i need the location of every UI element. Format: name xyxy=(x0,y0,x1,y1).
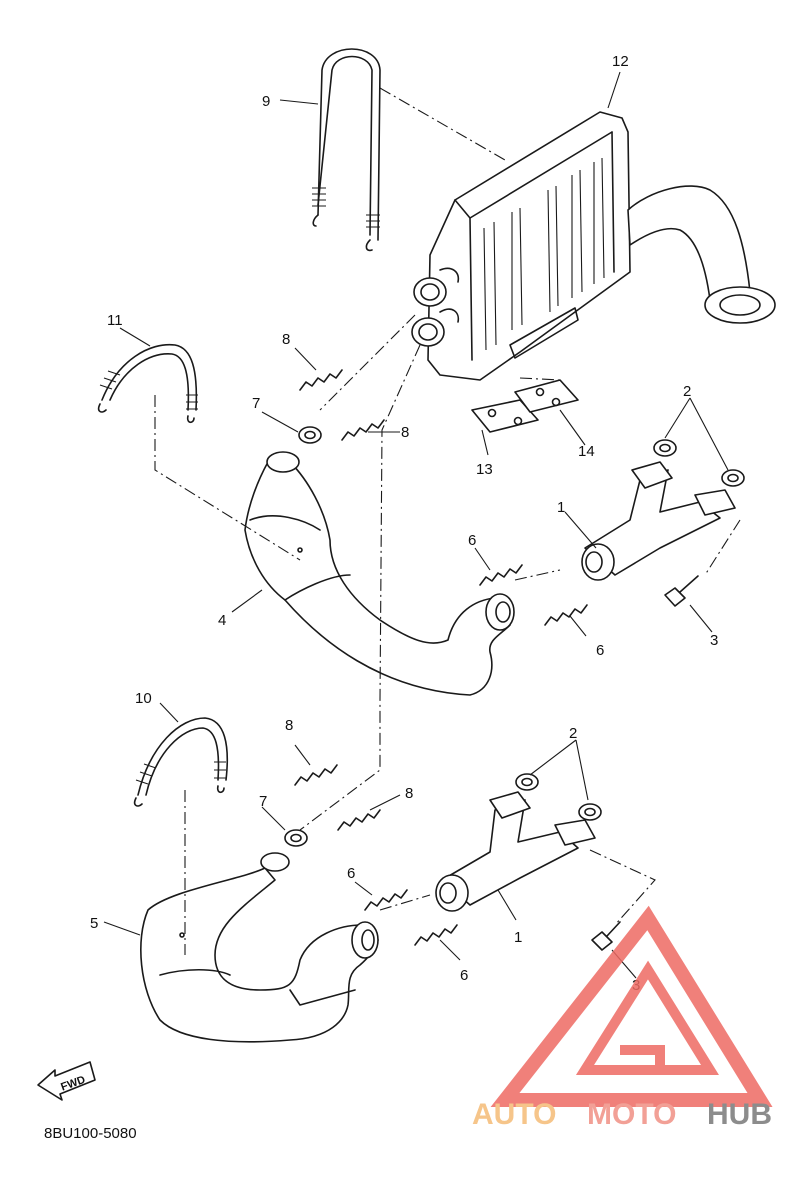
brackets xyxy=(471,379,579,433)
callout-7: 7 xyxy=(259,793,267,810)
assembly-lines xyxy=(103,71,741,979)
callout-8: 8 xyxy=(405,785,413,802)
spring-9 xyxy=(312,48,381,252)
callout-9: 9 xyxy=(262,93,270,110)
callout-labels: 1 1 2 2 3 3 4 5 6 6 6 6 7 7 8 8 8 8 9 10… xyxy=(90,53,718,994)
y-pipe-upper xyxy=(581,461,736,581)
watermark-moto: MOTO xyxy=(587,1098,676,1131)
callout-4: 4 xyxy=(218,612,226,629)
callout-14: 14 xyxy=(578,443,595,460)
exhaust-pipe-upper xyxy=(244,451,515,696)
callout-5: 5 xyxy=(90,915,98,932)
callout-7: 7 xyxy=(252,395,260,412)
callout-2: 2 xyxy=(683,383,691,400)
watermark-text: AUTO MOTO HUB xyxy=(472,1098,772,1131)
muffler-assembly xyxy=(411,111,776,381)
exhaust-pipe-lower xyxy=(140,852,379,1043)
callout-10: 10 xyxy=(135,690,152,707)
callout-6: 6 xyxy=(596,642,604,659)
spring-10 xyxy=(133,717,229,807)
callout-2: 2 xyxy=(569,725,577,742)
callout-13: 13 xyxy=(476,461,493,478)
callout-1: 1 xyxy=(557,499,565,516)
watermark-logo xyxy=(490,905,773,1107)
y-pipe-lower xyxy=(435,791,596,912)
callout-6: 6 xyxy=(468,532,476,549)
small-springs xyxy=(294,369,588,946)
diagram-code: 8BU100-5080 xyxy=(44,1125,137,1142)
callout-6: 6 xyxy=(347,865,355,882)
spring-11 xyxy=(97,343,198,424)
callout-3: 3 xyxy=(710,632,718,649)
callout-8: 8 xyxy=(285,717,293,734)
callout-11: 11 xyxy=(107,312,123,329)
callout-8: 8 xyxy=(401,424,409,441)
watermark-auto: AUTO xyxy=(472,1098,556,1131)
forward-arrow: FWD xyxy=(37,1061,96,1101)
callout-12: 12 xyxy=(612,53,629,70)
bolts xyxy=(591,575,699,951)
callout-1: 1 xyxy=(514,929,522,946)
callout-8: 8 xyxy=(282,331,290,348)
callout-6: 6 xyxy=(460,967,468,984)
gaskets xyxy=(284,426,745,847)
watermark-hub: HUB xyxy=(707,1098,772,1131)
